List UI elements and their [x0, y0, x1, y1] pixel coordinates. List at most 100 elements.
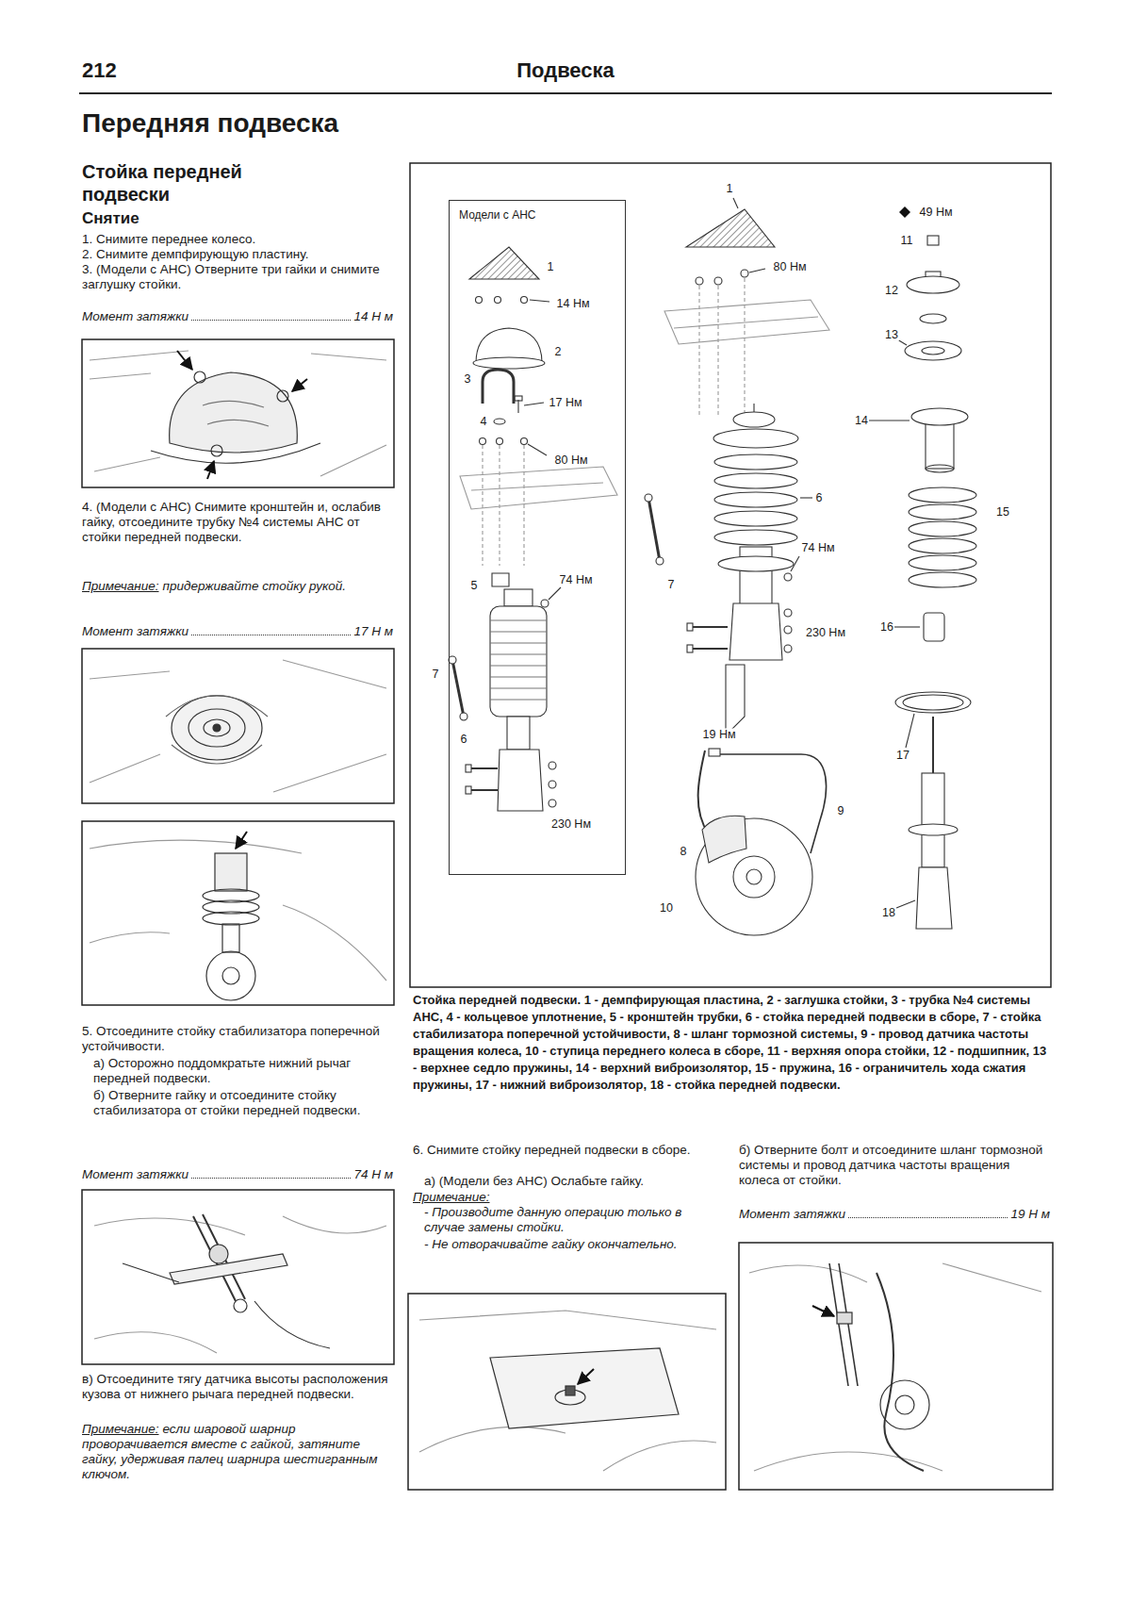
step-text-block: а) Осторожно поддомкратьте нижний рычаг …: [93, 1055, 394, 1086]
subheading: Снятие: [81, 209, 140, 228]
callout-number: 17: [895, 749, 911, 762]
note-text: Примечание:: [81, 1421, 160, 1436]
step-text: 1. Снимите переднее колесо.: [81, 231, 256, 246]
step-text-block: 4. (Модели с АНС) Снимите кронштейн и, о…: [81, 499, 394, 545]
model-group-box: Модели с АНС: [448, 199, 626, 875]
callout-number: 4: [479, 415, 489, 428]
callout-number: 74 Нм: [558, 573, 594, 587]
torque-label: Момент затяжки: [738, 1206, 846, 1222]
torque-value: 14 Н м: [353, 309, 394, 325]
callout-number: 7: [431, 668, 441, 681]
running-head: Подвеска: [516, 58, 615, 82]
page-number-block: 212: [81, 58, 196, 83]
dot-leader: [191, 634, 351, 636]
section-heading-block: Стойка передней подвески: [81, 160, 299, 206]
strut-drawing: [644, 197, 830, 935]
callout-number: 12: [884, 284, 900, 297]
photo-sketch: [89, 831, 387, 1000]
torque-label: Момент затяжки: [81, 309, 189, 325]
callout-number: 9: [836, 804, 846, 818]
note-text: Примечание:: [412, 1189, 491, 1204]
callout-number: 49 Нм: [918, 206, 954, 219]
strut-ahc-drawing: [448, 246, 618, 811]
photo-sketch: [419, 1310, 717, 1471]
step-text-block: 6. Снимите стойку передней подвески в сб…: [412, 1142, 717, 1158]
note-text-block: Примечание:придерживайте стойку рукой.: [81, 578, 394, 594]
note-text-block: - Не отворачивайте гайку окончательно.: [424, 1236, 717, 1252]
callout-number: 80 Нм: [772, 261, 808, 274]
callout-number: 6: [815, 491, 824, 505]
step-text-block: б) Отверните гайку и отсоедините стойку …: [93, 1087, 394, 1118]
step-text: 2. Снимите демпфирующую пластину.: [81, 246, 309, 262]
step-text: 3. (Модели с АНС) Отверните три гайки и …: [81, 262, 380, 292]
step-text: б) Отверните гайку и отсоедините стойку …: [93, 1087, 361, 1117]
torque-value: 17 Н м: [353, 623, 394, 640]
callout-number: 19 Нм: [702, 728, 738, 741]
callout-number: 3: [463, 373, 473, 386]
step-text-block: 2. Снимите демпфирующую пластину.: [81, 246, 394, 263]
step-text: в) Отсоедините тягу датчика высоты распо…: [81, 1371, 389, 1401]
note-text-block: Примечание:если шаровой шарнир проворачи…: [81, 1421, 394, 1482]
torque-value: 19 Н м: [1010, 1206, 1050, 1222]
step-text: 5. Отсоедините стойку стабилизатора попе…: [81, 1023, 380, 1053]
note-text: - Производите данную операцию только в с…: [424, 1204, 682, 1234]
callout-number: 8: [679, 845, 689, 858]
note-text: придерживайте стойку рукой.: [163, 578, 347, 593]
torque-line: Момент затяжки 19 Н м: [738, 1206, 1050, 1222]
callout-number: 230 Нм: [804, 626, 847, 640]
page-number: 212: [81, 58, 117, 82]
step-text-block: б) Отверните болт и отсоедините шланг то…: [738, 1142, 1050, 1188]
callout-number: 6: [459, 733, 469, 746]
step-text: 4. (Модели с АНС) Снимите кронштейн и, о…: [81, 499, 381, 544]
callout-number: 74 Нм: [801, 541, 836, 555]
step-text-block: а) (Модели без АНС) Ослабьте гайку.: [424, 1173, 717, 1189]
note-text-block: - Производите данную операцию только в с…: [424, 1204, 717, 1235]
callout-number: 80 Нм: [554, 454, 590, 467]
subheading-block: Снятие: [81, 209, 365, 229]
running-head-block: Подвеска: [516, 58, 615, 83]
figure-caption: Стойка передней подвески. 1 - демпфирующ…: [412, 991, 1051, 1094]
step-text-block: 5. Отсоедините стойку стабилизатора попе…: [81, 1023, 394, 1054]
section-heading: Стойка передней подвески: [81, 161, 243, 205]
step-text: 6. Снимите стойку передней подвески в сб…: [412, 1142, 690, 1157]
torque-label: Момент затяжки: [81, 623, 189, 640]
step-text: б) Отверните болт и отсоедините шланг то…: [738, 1142, 1043, 1187]
torque-line: Момент затяжки 17 Н м: [81, 623, 394, 640]
callout-number: 13: [884, 328, 900, 342]
callout-number: 15: [995, 506, 1011, 519]
photo-sketch: [749, 1262, 1042, 1471]
callout-number: 17 Нм: [548, 396, 584, 410]
step-text: а) Осторожно поддомкратьте нижний рычаг …: [93, 1055, 351, 1085]
parts-drawing: [868, 206, 977, 929]
callout-number: 11: [900, 234, 915, 247]
callout-number: 18: [881, 906, 897, 919]
note-text: - Не отворачивайте гайку окончательно.: [424, 1236, 678, 1251]
photo-sketch: [89, 659, 387, 792]
callout-number: 2: [554, 345, 563, 359]
step-text-block: в) Отсоедините тягу датчика высоты распо…: [81, 1371, 394, 1402]
callout-number: 14: [853, 414, 869, 427]
torque-label: Момент затяжки: [81, 1166, 189, 1182]
callout-number: 1: [725, 182, 735, 196]
header-rule: [79, 92, 1052, 95]
callout-number: 1: [546, 261, 556, 274]
photo-sketch: [94, 1213, 387, 1353]
callout-number: 230 Нм: [550, 818, 592, 831]
callout-number: 5: [470, 579, 479, 592]
step-text: а) (Модели без АНС) Ослабьте гайку.: [424, 1173, 644, 1188]
step-text-block: 1. Снимите переднее колесо.: [81, 231, 394, 247]
group-title: Модели с АНС: [449, 200, 625, 230]
step-text-block: 3. (Модели с АНС) Отверните три гайки и …: [81, 262, 394, 293]
dot-leader: [191, 319, 351, 321]
page-title: Передняя подвеска: [81, 107, 339, 140]
torque-line: Момент затяжки74 Н м: [81, 1166, 394, 1182]
note-text: Примечание:: [81, 578, 160, 593]
note-text-block: Примечание:: [412, 1189, 717, 1205]
callout-number: 14 Нм: [556, 297, 591, 311]
figure-frames: [81, 163, 1053, 1490]
callout-number: 10: [658, 901, 674, 915]
callout-number: 16: [879, 621, 895, 634]
torque-line: Момент затяжки 14 Н м: [81, 309, 394, 325]
dot-leader: [848, 1216, 1008, 1218]
